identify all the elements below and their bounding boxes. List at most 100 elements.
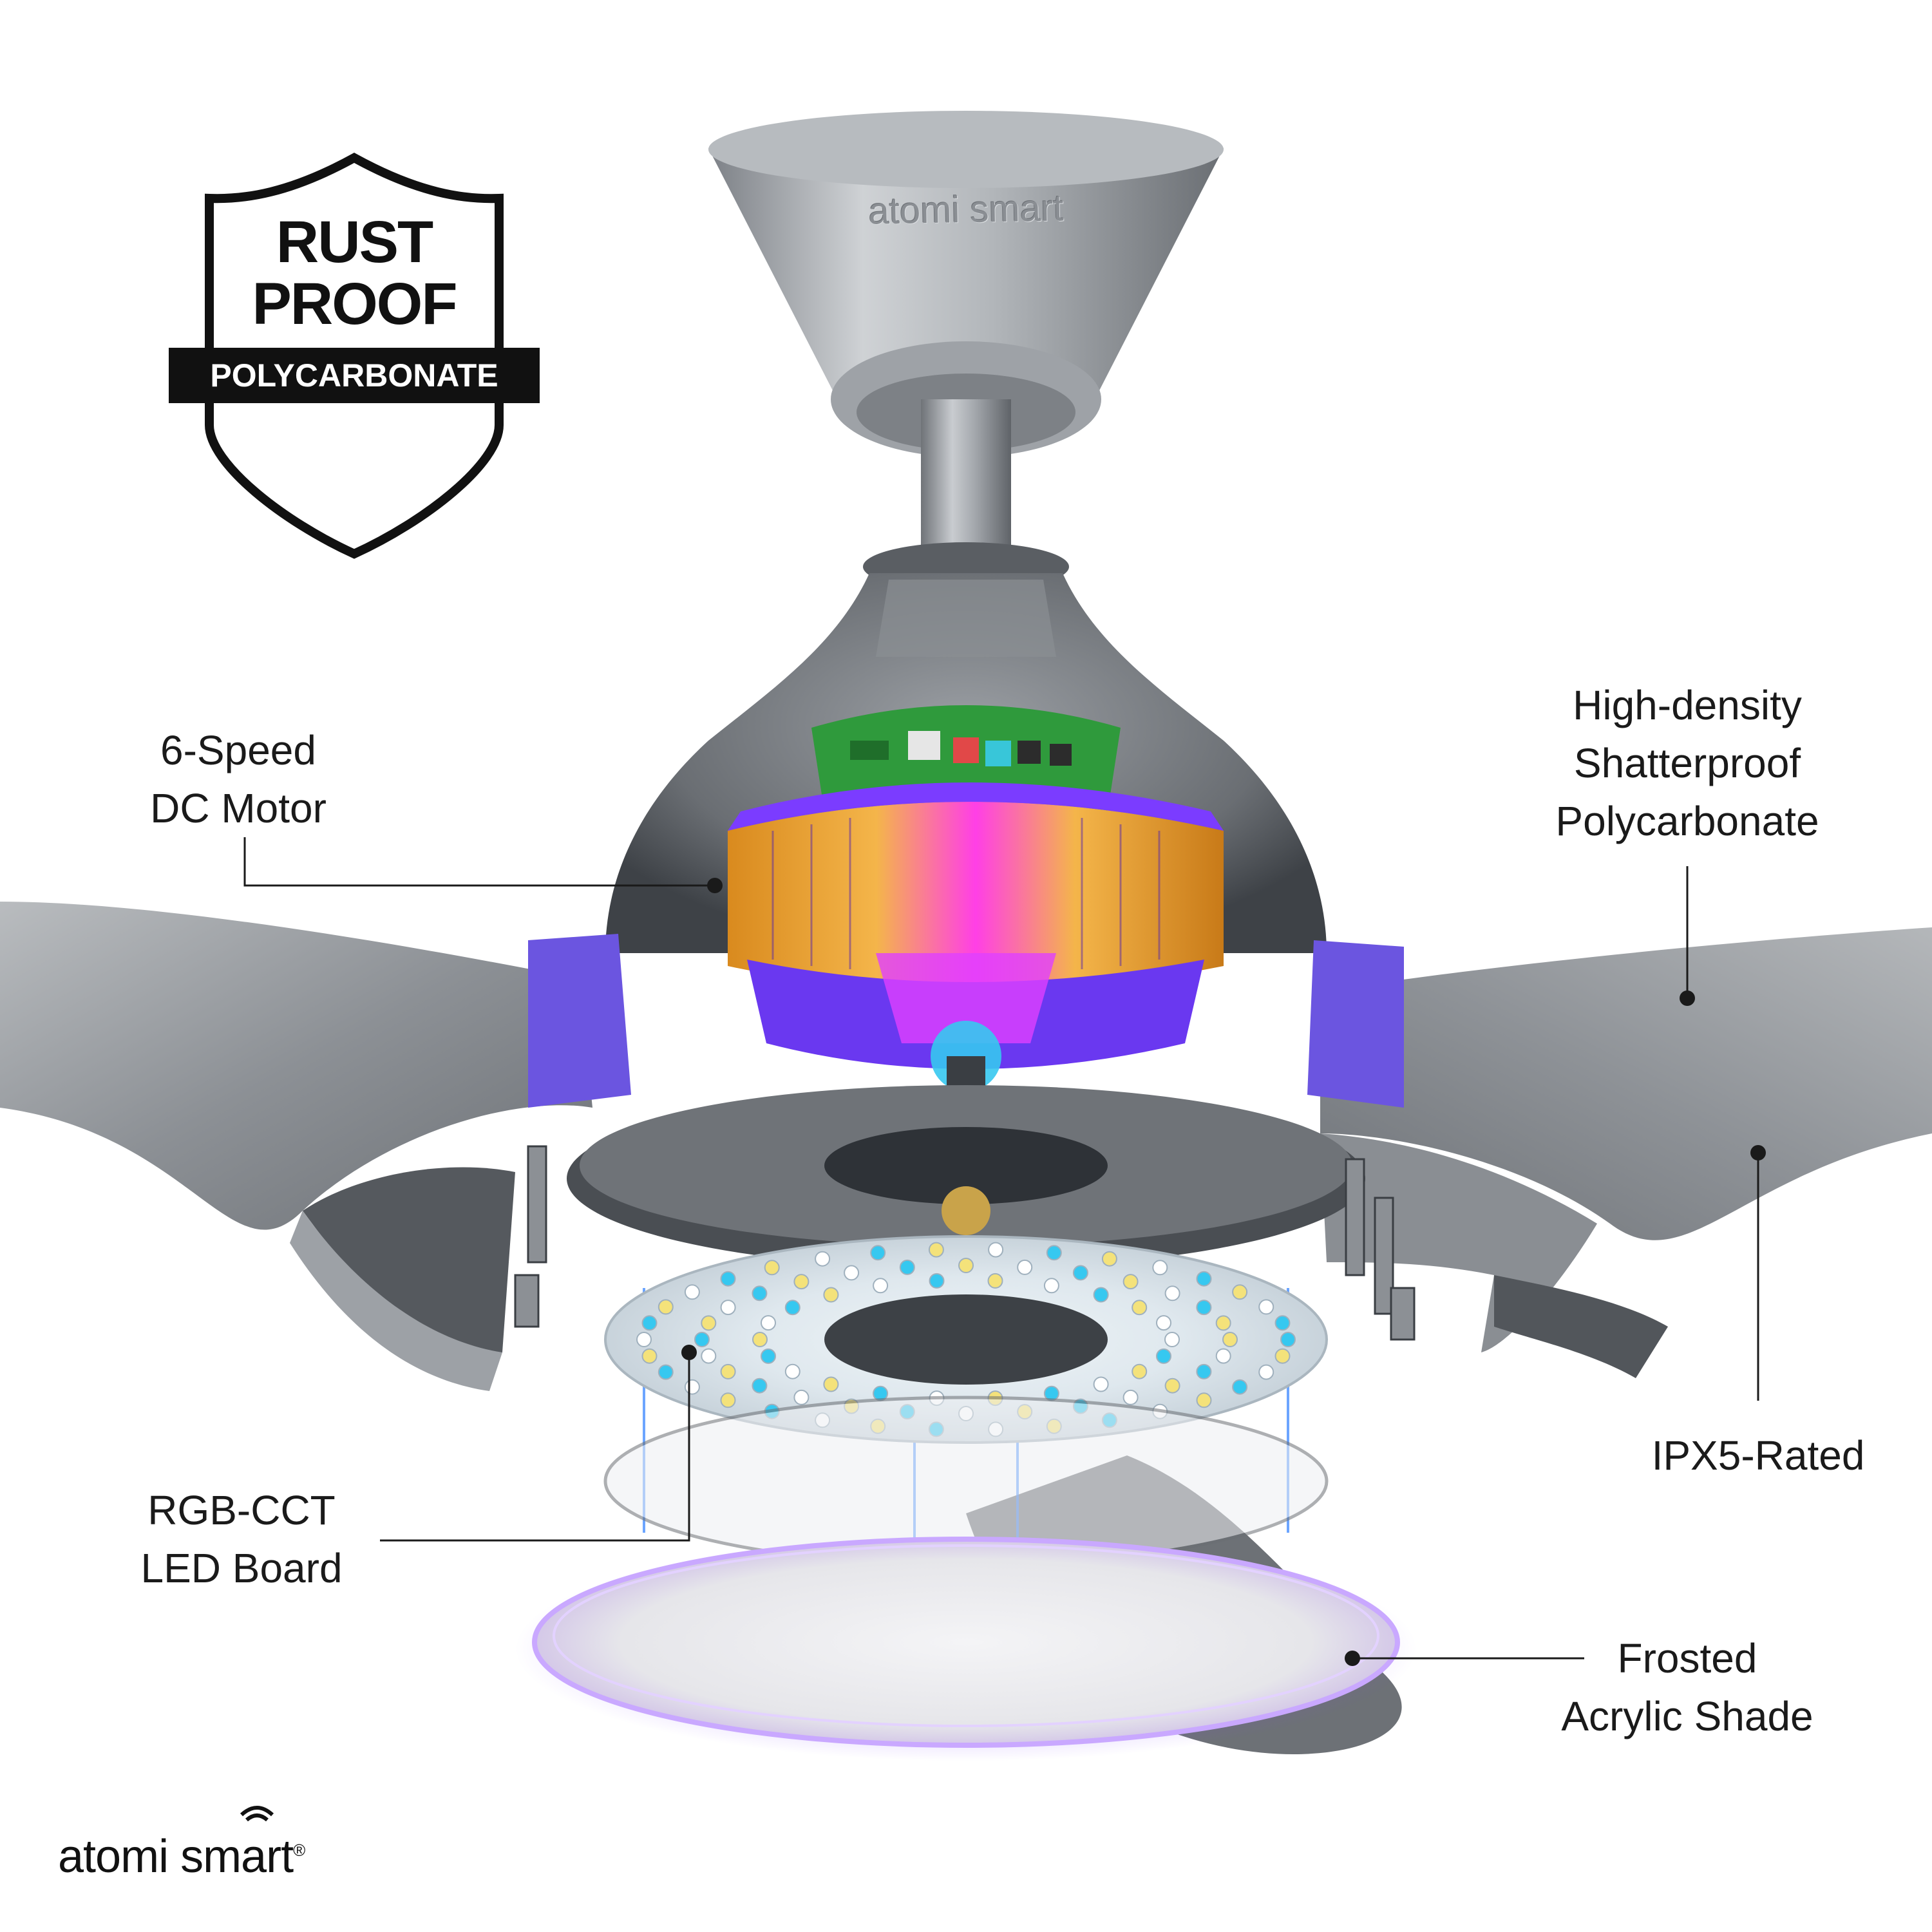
led-chip — [720, 1392, 736, 1408]
led-chip — [701, 1315, 717, 1331]
led-chip — [1093, 1287, 1109, 1303]
led-chip — [1164, 1378, 1180, 1394]
led-chip — [1152, 1260, 1168, 1276]
callout-shade-line1: Frosted — [1617, 1635, 1757, 1681]
frosted-acrylic-shade — [515, 1536, 1417, 1761]
led-chip — [720, 1300, 736, 1316]
led-chip — [1215, 1348, 1231, 1364]
led-chip — [1196, 1363, 1212, 1379]
led-chip — [720, 1363, 736, 1379]
dc-motor-stator — [728, 782, 1224, 1069]
callout-led-line1: RGB-CCT — [147, 1487, 336, 1533]
led-chip — [764, 1260, 780, 1276]
led-chip — [1101, 1251, 1117, 1267]
led-chip — [1122, 1274, 1139, 1290]
canopy-logo: atomi smart — [867, 187, 1065, 232]
led-chip — [784, 1300, 800, 1316]
led-chip — [1274, 1348, 1291, 1364]
led-chip — [958, 1258, 974, 1273]
led-chip — [752, 1332, 768, 1347]
right-bracket — [1307, 940, 1404, 1108]
led-chip — [929, 1273, 945, 1289]
callout-rating: IPX5-Rated — [1610, 1426, 1906, 1484]
led-chip — [1093, 1376, 1109, 1392]
led-chip — [1196, 1271, 1212, 1287]
mounting-plate — [567, 1085, 1365, 1269]
led-chip — [636, 1332, 652, 1347]
led-chip — [784, 1363, 800, 1379]
led-chip — [694, 1332, 710, 1347]
led-chip — [988, 1242, 1004, 1258]
led-chip — [684, 1379, 700, 1395]
callout-housing-line1: High-density — [1573, 682, 1802, 728]
led-chip — [658, 1364, 674, 1380]
led-chip — [752, 1378, 768, 1394]
brand-registered-mark: ® — [293, 1841, 305, 1860]
led-chip — [761, 1315, 776, 1331]
brand-signal-icon — [240, 1806, 274, 1822]
callout-motor-line1: 6-Speed — [160, 727, 316, 773]
led-chip — [752, 1285, 768, 1302]
led-chip — [641, 1315, 658, 1331]
led-chip — [873, 1278, 889, 1294]
callout-housing: High-density Shatterproof Polycarbonate — [1501, 676, 1874, 850]
led-chip — [899, 1259, 915, 1275]
led-chip — [1132, 1363, 1148, 1379]
control-pcb — [811, 705, 1121, 811]
led-chip — [793, 1274, 810, 1290]
led-chip — [844, 1265, 860, 1281]
led-chip — [1196, 1300, 1212, 1316]
left-blade — [0, 902, 592, 1391]
led-chip — [823, 1287, 839, 1303]
right-blade — [1320, 927, 1932, 1378]
leader-dots — [681, 878, 1766, 1666]
led-chip — [720, 1271, 736, 1287]
led-chip — [1156, 1315, 1171, 1331]
callout-shade-line2: Acrylic Shade — [1561, 1693, 1814, 1739]
callout-housing-line2: Shatterproof — [1573, 740, 1801, 786]
led-chip — [1232, 1379, 1248, 1395]
badge-material-band: POLYCARBONATE — [169, 348, 540, 403]
led-chip — [1164, 1285, 1180, 1302]
leader-lines — [243, 837, 1759, 1660]
led-chip — [1122, 1389, 1139, 1405]
led-chip — [1274, 1315, 1291, 1331]
led-chip — [641, 1348, 658, 1364]
screws — [514, 1145, 1416, 1341]
led-chip — [1072, 1265, 1088, 1281]
led-chip — [1232, 1284, 1248, 1300]
led-chip — [1258, 1299, 1274, 1315]
led-chip — [823, 1376, 839, 1392]
led-chip — [928, 1242, 944, 1258]
led-chip — [870, 1245, 886, 1261]
led-chip — [761, 1348, 776, 1364]
led-chip — [815, 1251, 831, 1267]
callout-led: RGB-CCT LED Board — [109, 1481, 374, 1597]
led-chip — [1132, 1300, 1148, 1316]
led-chip — [684, 1284, 700, 1300]
led-chip — [1156, 1348, 1171, 1364]
brand-name: atomi smart — [58, 1831, 294, 1882]
callout-motor: 6-Speed DC Motor — [109, 721, 367, 837]
callout-rating-line1: IPX5-Rated — [1651, 1432, 1865, 1479]
led-chip — [1043, 1278, 1059, 1294]
led-chip — [1164, 1332, 1180, 1347]
led-chip — [1222, 1332, 1238, 1347]
led-chip — [1215, 1315, 1231, 1331]
led-chip — [1196, 1392, 1212, 1408]
callout-housing-line3: Polycarbonate — [1555, 798, 1819, 844]
led-chip — [658, 1299, 674, 1315]
led-chip — [1046, 1245, 1062, 1261]
led-chip — [1258, 1364, 1274, 1380]
badge-title-line2: PROOF — [252, 271, 457, 337]
callout-led-line2: LED Board — [140, 1545, 343, 1591]
led-chip — [987, 1273, 1003, 1289]
left-bracket — [528, 934, 631, 1108]
led-chip — [701, 1348, 717, 1364]
badge-title-line1: RUST — [276, 209, 433, 275]
callout-motor-line2: DC Motor — [150, 785, 327, 831]
led-chip — [793, 1389, 810, 1405]
callout-shade: Frosted Acrylic Shade — [1520, 1629, 1855, 1745]
